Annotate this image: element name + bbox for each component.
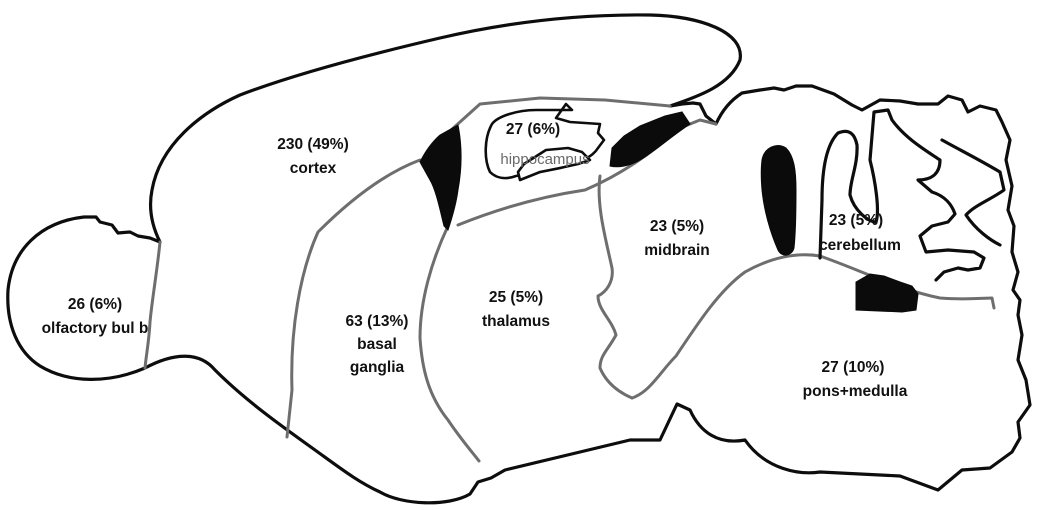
basal-ganglia-label-line2: ganglia (350, 359, 405, 376)
pons-medulla-count: 27 (10%) (822, 359, 885, 376)
pons-medulla-label: pons+medulla (803, 383, 908, 400)
olfactory-border (145, 242, 160, 368)
midbrain-label: midbrain (644, 242, 709, 259)
cerebellum-label: cerebellum (819, 237, 901, 254)
olfactory-bulb-count: 26 (6%) (68, 296, 122, 313)
olfactory-bulb-label: olfactory bul b (42, 320, 149, 337)
fourth-ventricle-blob (856, 274, 918, 312)
basal-ganglia-count: 63 (13%) (346, 313, 409, 330)
cortex-label: cortex (290, 160, 337, 177)
lateral-ventricle-left (420, 125, 461, 230)
aqueduct-blob (761, 146, 796, 255)
cerebellum-folia-right (942, 140, 1004, 245)
thalamus-count: 25 (5%) (489, 289, 543, 306)
cerebellum-count: 23 (5%) (829, 212, 883, 229)
hippocampus-label: hippocampus (500, 151, 589, 168)
cortex-basal-border (287, 160, 420, 437)
thalamus-midbrain-border (598, 176, 632, 398)
basal-ganglia-label-line1: basal (357, 336, 397, 353)
lateral-ventricle-right (610, 112, 690, 167)
thalamus-label: thalamus (482, 313, 550, 330)
midbrain-count: 23 (5%) (650, 218, 704, 235)
cortex-count: 230 (49%) (277, 136, 349, 153)
brain-outline (8, 15, 1030, 503)
cerebellum-folia (820, 110, 984, 280)
basal-thalamus-border (420, 226, 479, 461)
midbrain-pons-border (632, 255, 820, 398)
hippocampus-count: 27 (6%) (506, 121, 560, 138)
